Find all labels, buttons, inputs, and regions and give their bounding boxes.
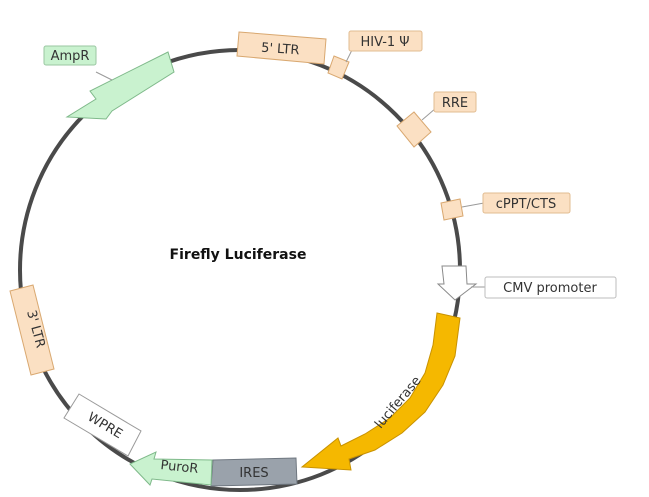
- 3-ltr-box: [9, 284, 55, 376]
- rre-label-box: [433, 91, 477, 113]
- cppt-cts-box: [440, 198, 464, 221]
- feature-luciferase[interactable]: luciferase: [300, 312, 461, 471]
- label-ampr: AmpR: [43, 45, 113, 81]
- puror-label: PuroR: [160, 458, 199, 477]
- feature-3-ltr[interactable]: 3' LTR: [9, 284, 55, 376]
- feature-ampr[interactable]: [65, 51, 175, 120]
- feature-cmv-promoter[interactable]: [436, 265, 478, 301]
- ampr-arrow: [65, 51, 175, 120]
- feature-cppt-cts[interactable]: [440, 198, 464, 221]
- hiv1-psi-label: HIV-1 Ψ: [360, 35, 409, 50]
- feature-wpre[interactable]: WPRE: [63, 393, 142, 457]
- puror-arrow: [129, 451, 213, 486]
- feature-puror[interactable]: PuroR: [129, 451, 213, 486]
- cmv-promoter-label-box: [484, 276, 617, 299]
- cppt-cts-label: cPPT/CTS: [496, 197, 556, 212]
- label-rre: RRE: [421, 91, 477, 121]
- luciferase-arrow: [300, 312, 461, 471]
- map-title: Firefly Luciferase: [170, 247, 307, 263]
- cmv-promoter-label: CMV promoter: [503, 281, 597, 296]
- ires-label: IRES: [239, 466, 268, 481]
- hiv1-psi-leader: [345, 49, 353, 63]
- label-cppt-cts: cPPT/CTS: [461, 192, 571, 214]
- hiv1-psi-label-box: [348, 30, 423, 52]
- cppt-cts-leader: [461, 202, 485, 208]
- label-hiv1-psi: HIV-1 Ψ: [345, 30, 423, 63]
- feature-ires[interactable]: IRES: [210, 457, 298, 487]
- cppt-cts-label-box: [482, 192, 571, 214]
- ampr-leader: [95, 71, 113, 81]
- feature-hiv1-psi[interactable]: [327, 55, 350, 80]
- label-cmv-promoter: CMV promoter: [471, 276, 617, 299]
- hiv1-psi-box: [327, 55, 350, 80]
- feature-5-ltr[interactable]: 5' LTR: [236, 31, 327, 65]
- cmv-promoter-arrow: [436, 265, 478, 301]
- rre-label: RRE: [442, 96, 468, 111]
- wpre-box: [63, 393, 142, 457]
- 5-ltr-label: 5' LTR: [261, 41, 300, 59]
- 5-ltr-box: [236, 31, 327, 65]
- ampr-label-box: [43, 45, 97, 66]
- rre-box: [396, 111, 432, 148]
- feature-rre[interactable]: [396, 111, 432, 148]
- ampr-label: AmpR: [51, 49, 90, 64]
